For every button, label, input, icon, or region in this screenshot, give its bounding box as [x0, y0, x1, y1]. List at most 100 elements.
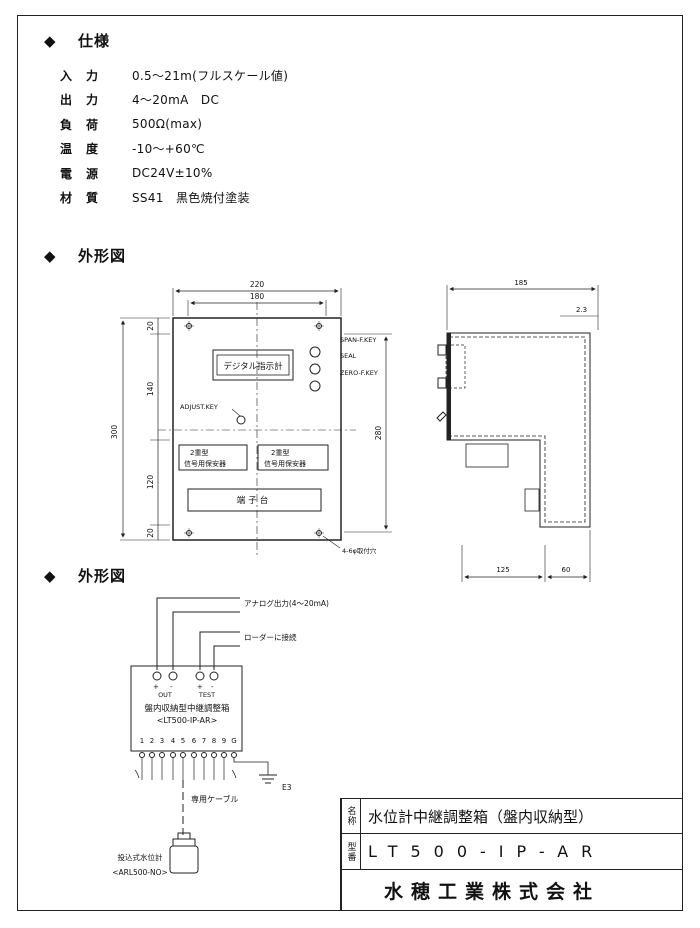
dim-label: 20 [146, 528, 155, 538]
dim-label: 180 [250, 292, 265, 301]
terminal-icon [209, 671, 219, 681]
terminal-icon [168, 671, 178, 681]
name-key: 名称 [340, 799, 361, 833]
diamond-bullet-icon: ◆ [44, 32, 57, 50]
spec-row: 入力 0.5～21m(フルスケール値) [60, 63, 288, 88]
side-key-icon [437, 344, 447, 356]
protector-label: 信号用保安器 [184, 459, 226, 468]
terminal-icon [152, 671, 162, 681]
drawing-frame [17, 15, 683, 911]
dim-label: 60 [562, 566, 571, 574]
section-outline-title: 外形図 [78, 247, 127, 265]
mount-hole-icon [314, 321, 324, 331]
terminal-block-label: 端子台 [237, 495, 272, 506]
terminal-number: 7 [202, 737, 206, 745]
spec-label: 負荷 [60, 117, 113, 132]
section-outline-2: ◆ 外形図 [44, 565, 126, 586]
polarity-label: + [197, 683, 203, 691]
side-key-icon [437, 377, 447, 389]
adjust-key-icon [236, 415, 246, 425]
terminal-number: 6 [192, 737, 197, 745]
protector-label: 2重型 [190, 448, 208, 457]
terminal-number: 2 [150, 737, 154, 745]
dim-label: 125 [496, 566, 509, 574]
front-view [120, 288, 392, 558]
company-name: 水穂工業株式会社 [384, 881, 601, 903]
mount-holes-label: 4-6φ取付穴 [342, 546, 377, 555]
side-adjust-icon [436, 411, 447, 422]
span-key-icon [309, 346, 321, 358]
spec-label: 温度 [60, 142, 113, 157]
spec-value: DC24V±10% [132, 166, 213, 181]
side-view-text: 185 2.3 125 60 [496, 279, 587, 574]
product-name: 水位計中継調整箱（盤内収納型） [368, 807, 594, 826]
relay-box [130, 665, 243, 752]
dim-label: 220 [250, 280, 265, 289]
section-outline-2-title: 外形図 [78, 567, 127, 585]
terminal-number: 3 [160, 737, 164, 745]
spec-row: 出力 4～20mA DC [60, 88, 288, 113]
spec-value: 500Ω(max) [132, 117, 203, 132]
polarity-label: - [170, 683, 173, 691]
mount-hole-icon [314, 528, 324, 538]
digital-indicator [212, 349, 294, 381]
span-key-label: SPAN-F.KEY [340, 336, 376, 344]
terminal-icon [195, 671, 205, 681]
terminal-number: G [231, 737, 236, 745]
ground-icon [259, 774, 277, 784]
zero-key-label: ZERO-F.KEY [340, 369, 378, 377]
title-block-name-row: 名称 水位計中継調整箱（盤内収納型） [340, 798, 683, 833]
terminal-strip [139, 752, 237, 758]
title-block-company-row: 水穂工業株式会社 [340, 869, 683, 911]
product-model: LT500-IP-AR [368, 842, 606, 861]
spec-label: 出力 [60, 93, 113, 108]
mount-hole-icon [184, 528, 194, 538]
section-spec: ◆仕様 [44, 30, 110, 51]
title-block: 名称 水位計中継調整箱（盤内収納型） 型番 LT500-IP-AR 水穂工業株式… [340, 798, 683, 911]
ground-label: E3 [282, 783, 292, 792]
diamond-bullet-icon: ◆ [44, 567, 57, 585]
dim-label: 2.3 [576, 306, 587, 314]
dim-label: 120 [146, 475, 155, 490]
spec-value: 4～20mA DC [132, 93, 220, 108]
protector-left [178, 444, 248, 471]
sensor-name: 投込式水位計 [118, 852, 163, 862]
dim-label: 280 [374, 426, 383, 441]
terminal-number: 8 [212, 737, 216, 745]
display-label: デジタル指示計 [223, 361, 283, 372]
terminal-number: 4 [171, 737, 176, 745]
spec-value: SS41 黒色焼付塗装 [132, 191, 250, 206]
analog-out-label: アナログ出力(4～20mA) [244, 598, 329, 608]
spec-row: 温度 -10～+60℃ [60, 137, 288, 162]
test-label: TEST [198, 691, 215, 699]
water-level-sensor-icon [169, 832, 199, 874]
seal-icon [309, 363, 321, 375]
terminal-number: 1 [140, 737, 144, 745]
spec-table: 入力 0.5～21m(フルスケール値) 出力 4～20mA DC 負荷 500Ω(ma… [60, 63, 288, 210]
mount-hole-icon [184, 321, 194, 331]
spec-row: 負荷 500Ω(max) [60, 112, 288, 137]
dim-label: 140 [146, 382, 155, 397]
title-block-model-row: 型番 LT500-IP-AR [340, 833, 683, 869]
spec-value: -10～+60℃ [132, 142, 205, 157]
protector-label: 2重型 [271, 448, 289, 457]
terminal-block [187, 488, 322, 512]
relay-box-model: <LT500-IP-AR> [157, 716, 218, 725]
spec-label: 入力 [60, 68, 113, 83]
spec-label: 電源 [60, 166, 113, 181]
spec-row: 電源 DC24V±10% [60, 161, 288, 186]
side-view [436, 285, 599, 582]
terminal-number: 9 [222, 737, 226, 745]
sensor-model: <ARL500-NO> [112, 868, 168, 877]
spec-value: 0.5～21m(フルスケール値) [132, 68, 289, 83]
terminal-number: 5 [181, 737, 185, 745]
section-outline: ◆ 外形図 [44, 245, 126, 266]
relay-box-title: 盤内収納型中継調整箱 [144, 703, 230, 714]
diamond-bullet-icon: ◆ [44, 247, 57, 265]
zero-key-icon [309, 380, 321, 392]
front-view-text: 220 180 300 20 140 120 20 280 デジタル指示計 SP… [110, 280, 383, 555]
protector-label: 信号用保安器 [264, 459, 306, 468]
out-label: OUT [158, 691, 172, 699]
